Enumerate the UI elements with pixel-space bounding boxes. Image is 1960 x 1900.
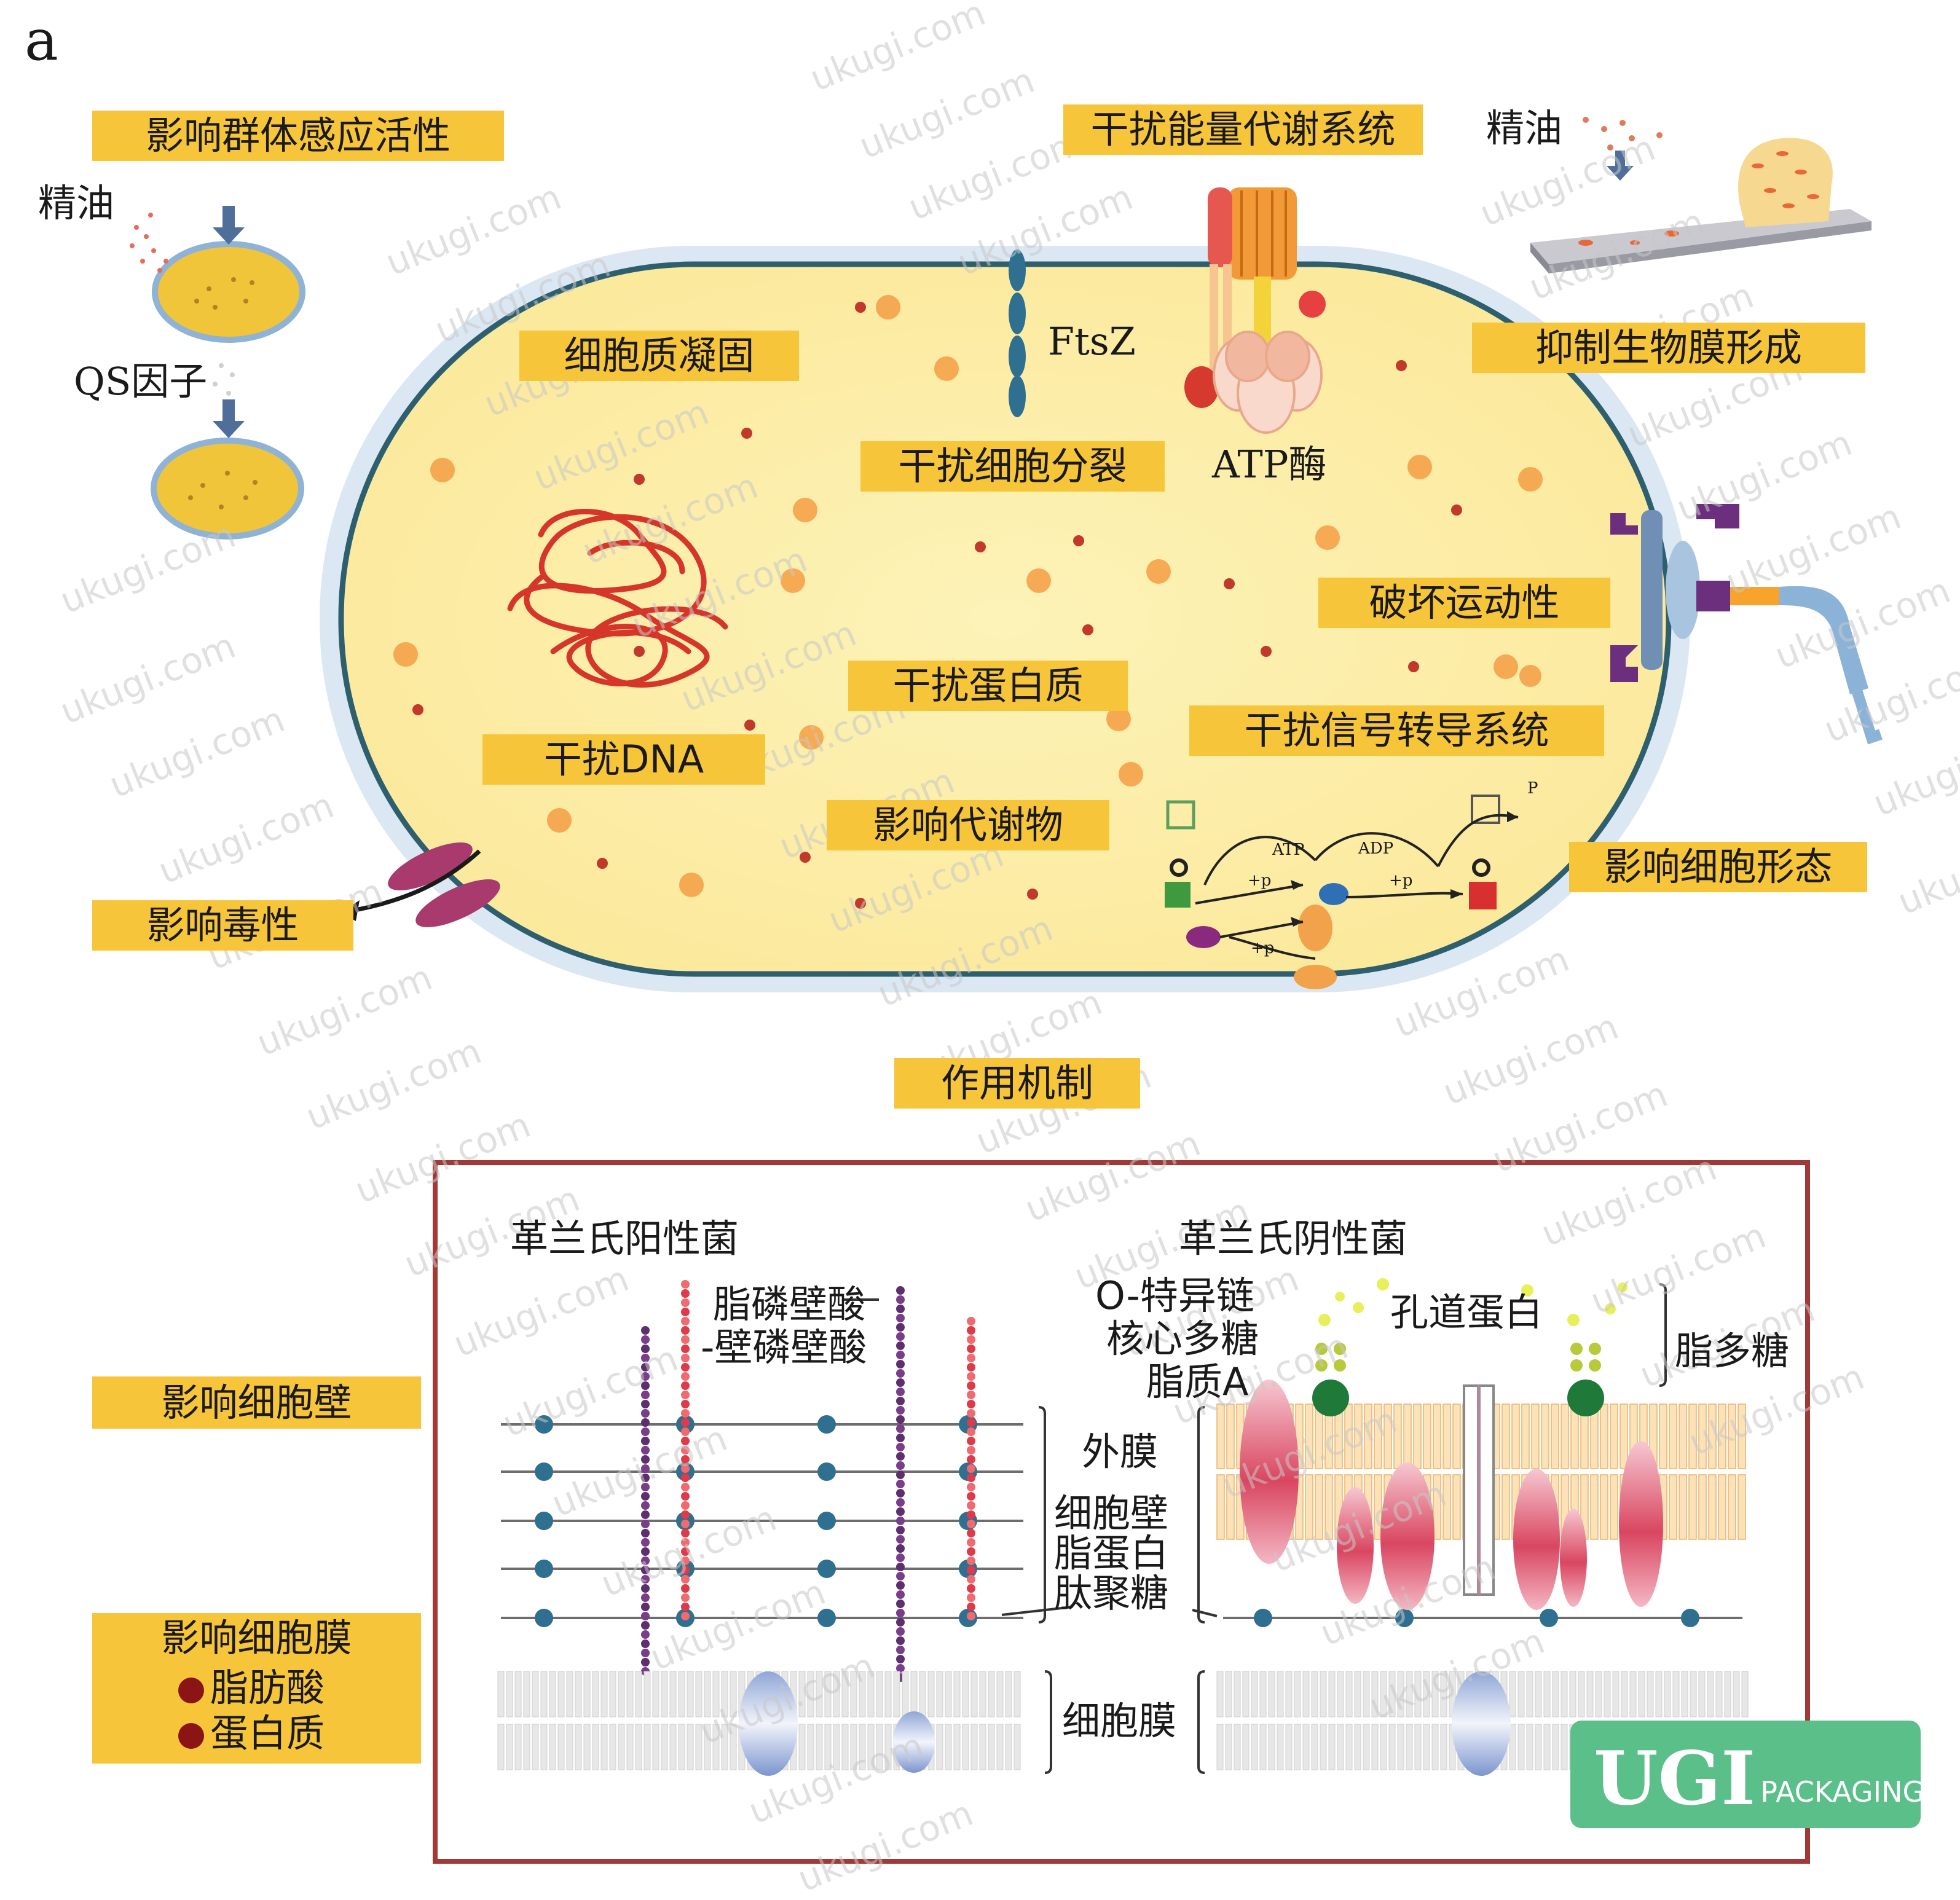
text-plus-p-2: +p <box>1389 873 1412 889</box>
text-wall-teichoic-acid: -壁磷壁酸 <box>701 1329 867 1367</box>
label-motility: 破坏运动性 <box>1318 578 1610 628</box>
text-lps: 脂多糖 <box>1675 1332 1789 1370</box>
text-oil-left: 精油 <box>38 184 114 222</box>
label-toxicity: 影响毒性 <box>92 900 353 951</box>
bullet-dot <box>178 1678 204 1703</box>
text-qs-factor: QS因子 <box>74 363 207 401</box>
text-lipid-a: 脂质A <box>1146 1363 1248 1401</box>
text-adp: ADP <box>1358 841 1393 857</box>
text-oil-right: 精油 <box>1486 109 1562 147</box>
text-core-polysaccharide: 核心多糖 <box>1106 1320 1259 1358</box>
text-atpase: ATP酶 <box>1212 446 1326 484</box>
text-lipoteichoic-acid: 脂磷壁酸 <box>713 1286 865 1324</box>
text-gram-positive: 革兰氏阳性菌 <box>510 1220 739 1258</box>
label-metabolite: 影响代谢物 <box>827 800 1109 850</box>
logo-sub-text: PACKAGING <box>1760 1775 1924 1808</box>
label-cell-membrane: 影响细胞膜 <box>161 1619 352 1657</box>
membrane-target-item: 脂肪酸 <box>178 1665 325 1711</box>
text-atp: ATP <box>1272 842 1304 858</box>
label-mechanism: 作用机制 <box>894 1058 1140 1109</box>
ugi-packaging-logo: UGI PACKAGING <box>1570 1721 1921 1828</box>
label-qs-activity: 影响群体感应活性 <box>92 111 504 161</box>
label-signal-transduction: 干扰信号转导系统 <box>1189 705 1604 756</box>
text-gram-negative: 革兰氏阴性菌 <box>1179 1220 1407 1258</box>
membrane-target-list: 脂肪酸 蛋白质 <box>178 1665 325 1756</box>
text-peptidoglycan: 肽聚糖 <box>1054 1574 1168 1612</box>
label-cytoplasm-coagulation: 细胞质凝固 <box>519 331 799 381</box>
bullet-dot <box>178 1723 204 1749</box>
logo-main-text: UGI <box>1594 1742 1755 1816</box>
text-cell-wall: 细胞壁 <box>1054 1494 1168 1533</box>
membrane-target-item: 蛋白质 <box>178 1711 325 1756</box>
text-ftsz: FtsZ <box>1048 323 1136 361</box>
panel-letter: a <box>25 12 58 69</box>
text-o-chain: O-特异链 <box>1095 1277 1254 1315</box>
label-cell-division: 干扰细胞分裂 <box>860 441 1165 492</box>
label-dna: 干扰DNA <box>482 734 765 785</box>
text-outer-membrane: 外膜 <box>1082 1433 1158 1471</box>
label-biofilm: 抑制生物膜形成 <box>1472 323 1865 373</box>
label-cell-wall: 影响细胞壁 <box>92 1376 421 1429</box>
label-cell-morphology: 影响细胞形态 <box>1569 842 1867 892</box>
text-p: P <box>1527 780 1538 796</box>
text-cell-membrane: 细胞膜 <box>1062 1702 1176 1740</box>
text-porin: 孔道蛋白 <box>1390 1293 1543 1332</box>
label-protein: 干扰蛋白质 <box>848 661 1128 711</box>
text-plus-p-3: +p <box>1251 940 1274 956</box>
label-energy-metabolism: 干扰能量代谢系统 <box>1063 104 1423 155</box>
text-plus-p: +p <box>1248 873 1271 889</box>
text-lipoprotein: 脂蛋白 <box>1054 1534 1168 1572</box>
